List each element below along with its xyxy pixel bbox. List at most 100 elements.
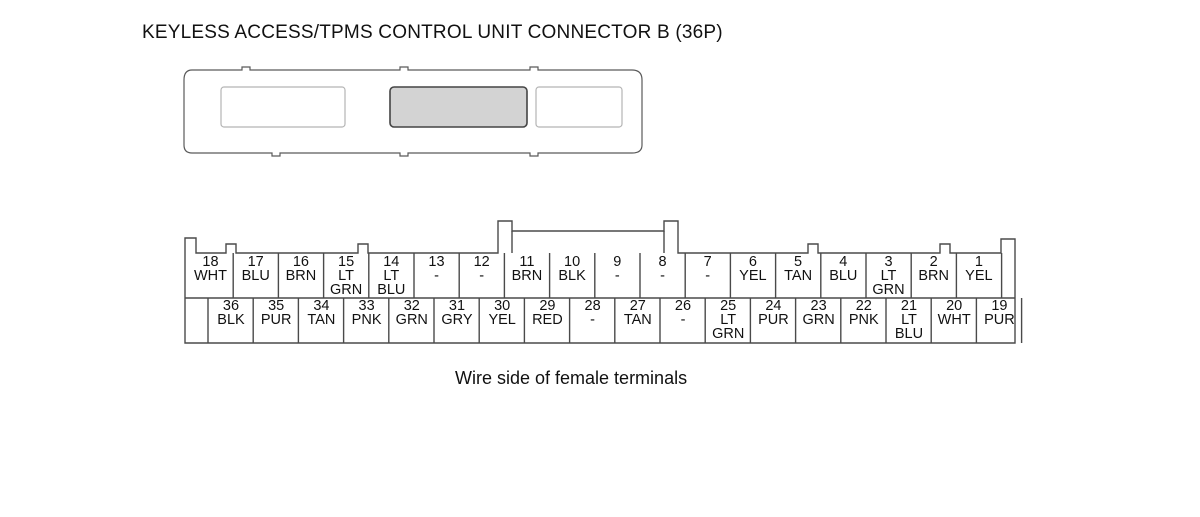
wire-color: PUR <box>984 312 1015 328</box>
pin-number: 29 <box>539 298 556 314</box>
connector-window-right <box>535 86 623 128</box>
wire-color: - <box>705 268 711 284</box>
pin-number: 7 <box>703 254 712 270</box>
wire-color: GRY <box>441 312 473 328</box>
connector-top-view <box>183 66 643 157</box>
pin-number: 31 <box>448 298 466 314</box>
wire-color: LT <box>720 312 737 328</box>
pin-number: 19 <box>991 298 1008 314</box>
wire-color: GRN <box>395 312 428 328</box>
pin-number: 30 <box>494 298 511 314</box>
pin-number: 20 <box>946 298 963 314</box>
connector-pin-face <box>184 220 1023 344</box>
pin-number: 16 <box>292 254 309 270</box>
wire-color: TAN <box>307 312 336 328</box>
pin-number: 13 <box>428 254 445 270</box>
wire-color: YEL <box>488 312 516 328</box>
connector-window-center <box>389 86 528 128</box>
diagram-caption: Wire side of female terminals <box>455 368 688 388</box>
wire-color: PUR <box>758 312 789 328</box>
pin-26: 26- <box>661 298 705 328</box>
wire-color: PUR <box>260 312 292 328</box>
pin-number: 8 <box>658 254 667 270</box>
pin-number: 33 <box>358 298 375 314</box>
wire-color: BRN <box>285 268 317 284</box>
wire-color: RED <box>532 312 563 328</box>
pin-number: 25 <box>720 298 737 314</box>
pin-number: 17 <box>247 254 264 270</box>
wire-color: YEL <box>739 268 767 284</box>
wire-color: GRN <box>872 282 905 298</box>
pin-12: 12- <box>460 254 504 284</box>
pin-number: 24 <box>765 298 782 314</box>
row-separators <box>207 253 1023 343</box>
pin-8: 8- <box>641 254 685 284</box>
pin-number: 9 <box>613 254 622 270</box>
wire-color: TAN <box>623 312 652 328</box>
wire-color: - <box>614 268 620 284</box>
pin-number: 28 <box>584 298 601 314</box>
pin-number: 1 <box>974 254 983 270</box>
wire-color: - <box>590 312 596 328</box>
pin-number: 4 <box>839 254 848 270</box>
pin-number: 26 <box>674 298 692 314</box>
pin-number: 23 <box>810 298 827 314</box>
pin-number: 27 <box>629 298 646 314</box>
wire-color: LT <box>880 268 897 284</box>
wire-color: WHT <box>193 268 227 284</box>
pin-28: 28- <box>571 298 615 328</box>
pin-number: 5 <box>794 254 803 270</box>
wire-color: BLU <box>377 282 406 298</box>
pin-number: 11 <box>519 254 535 270</box>
wire-color: BLK <box>217 312 245 328</box>
pin-number: 6 <box>748 254 757 270</box>
wire-color: - <box>434 268 439 284</box>
wire-color: TAN <box>784 268 813 284</box>
wire-color: BLU <box>241 268 270 284</box>
pin-number: 10 <box>564 254 581 270</box>
pin-number: 3 <box>884 254 893 270</box>
pin-number: 35 <box>268 298 285 314</box>
wire-color: - <box>479 268 485 284</box>
pin-number: 32 <box>403 298 420 314</box>
wire-color: BRN <box>918 268 949 284</box>
connector-window-left <box>220 86 346 128</box>
pin-number: 34 <box>313 298 330 314</box>
wire-color: LT <box>338 268 355 284</box>
wire-color: WHT <box>937 312 971 328</box>
pin-number: 18 <box>202 254 219 270</box>
wire-color: GRN <box>329 282 363 298</box>
wire-color: PNK <box>351 312 382 328</box>
diagram-title: KEYLESS ACCESS/TPMS CONTROL UNIT CONNECT… <box>142 22 723 43</box>
pin-number: 15 <box>338 254 355 270</box>
pin-number: 2 <box>929 254 938 270</box>
wire-color: LT <box>383 268 400 284</box>
pin-number: 12 <box>473 254 490 270</box>
pin-9: 9- <box>595 254 639 284</box>
connector-housing-outline <box>183 66 643 157</box>
wire-color: BRN <box>511 268 543 284</box>
wire-color: YEL <box>965 268 993 284</box>
